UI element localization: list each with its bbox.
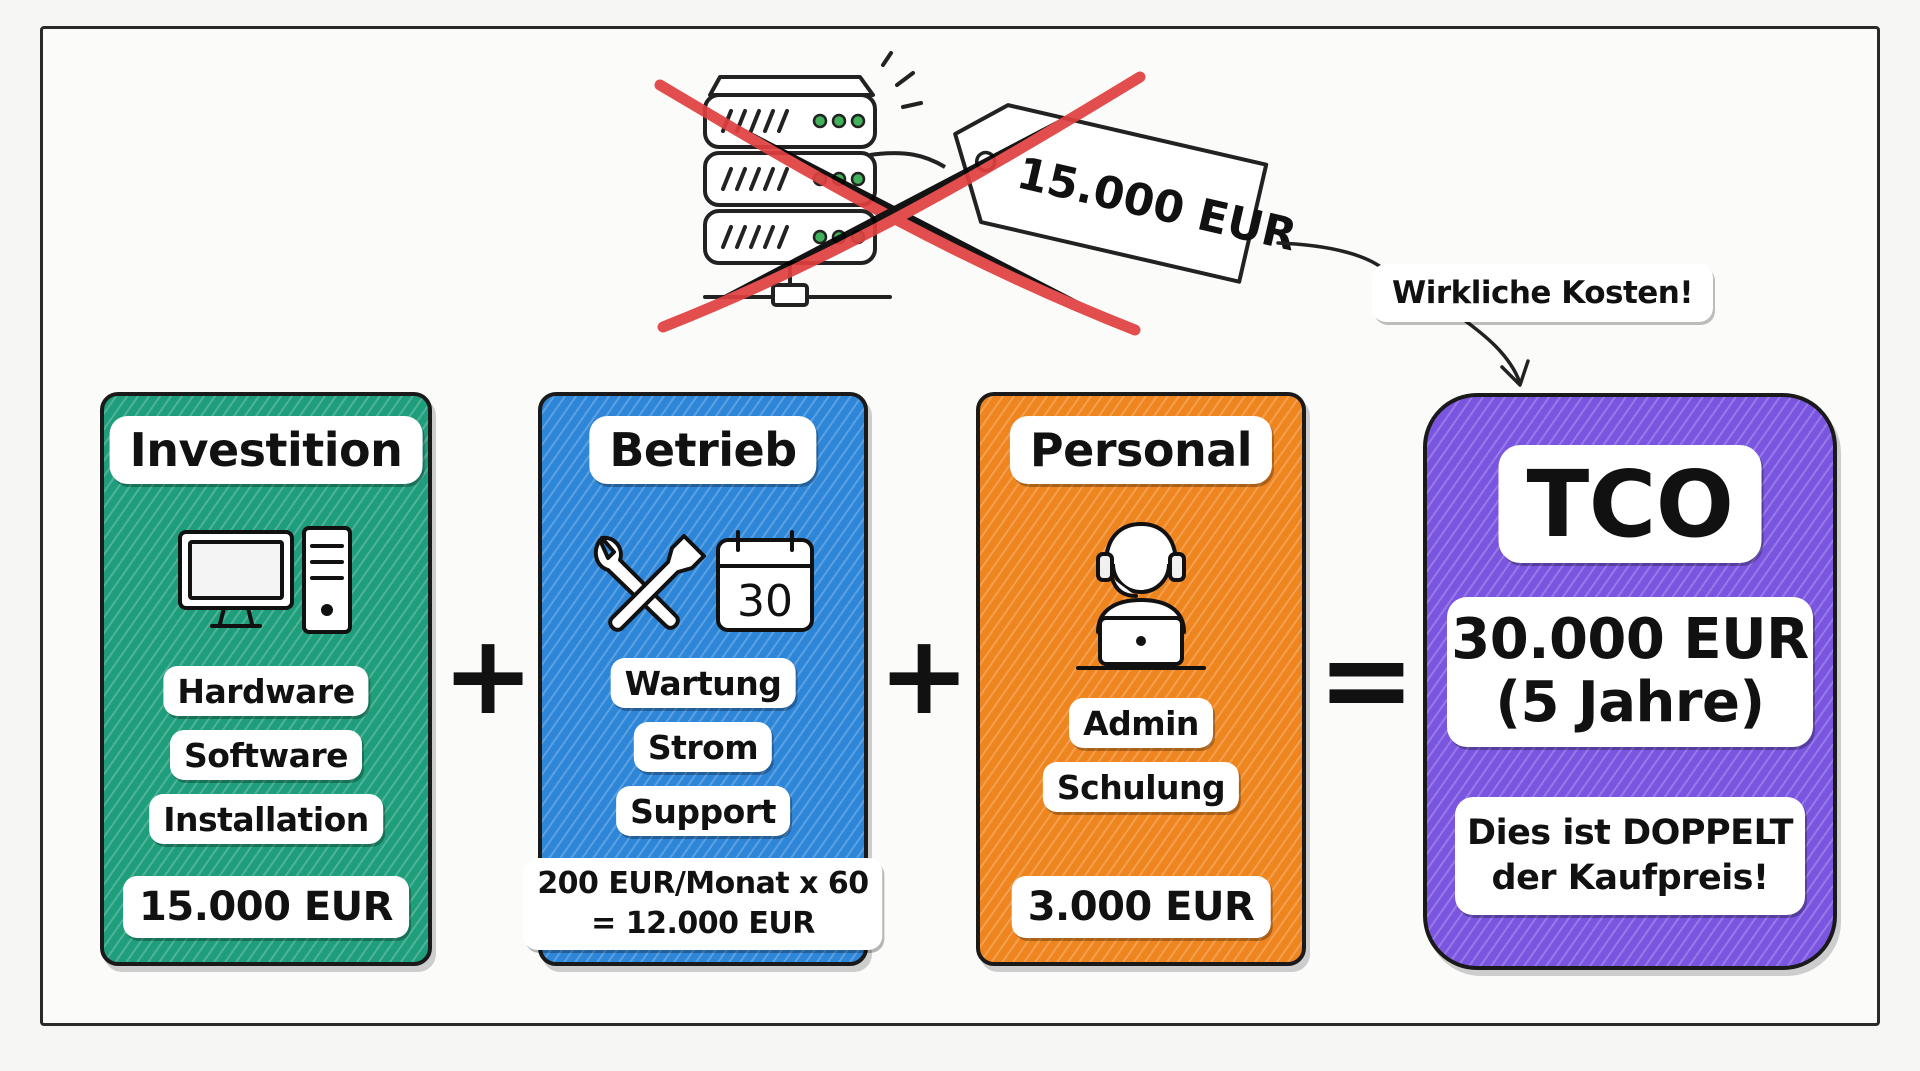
item-hardware: Hardware: [163, 666, 369, 716]
card-sum: 15.000 EUR: [123, 876, 409, 938]
item-schulung: Schulung: [1042, 762, 1240, 812]
card-investition: Investition Hardware Software Installati…: [100, 392, 432, 966]
plus-operator: +: [442, 611, 535, 739]
calendar-day: 30: [737, 576, 793, 627]
spark-lines: [881, 51, 923, 109]
tco-sum: 30.000 EUR (5 Jahre): [1447, 597, 1813, 747]
card-betrieb: Betrieb 30 Wartung Strom Support 200 EUR…: [523, 392, 883, 966]
item-support: Support: [616, 786, 790, 836]
card-sum: 200 EUR/Monat x 60 = 12.000 EUR: [523, 858, 883, 950]
tco-note-line-1: Dies ist DOPPELT: [1467, 812, 1793, 853]
card-tco: TCO 30.000 EUR (5 Jahre) Dies ist DOPPEL…: [1423, 393, 1837, 970]
card-title: Betrieb: [589, 416, 817, 484]
cross-out-icon: [654, 71, 1146, 336]
tco-note: Dies ist DOPPELT der Kaufpreis!: [1455, 797, 1805, 915]
item-installation: Installation: [149, 794, 383, 844]
item-strom: Strom: [633, 722, 773, 772]
tools-calendar-icon: 30: [593, 530, 814, 632]
sum-line-1: 200 EUR/Monat x 60: [537, 865, 869, 901]
callout-wirkliche-kosten: Wirkliche Kosten!: [1372, 264, 1714, 322]
card-personal: Personal Admin Schulung 3.000 EUR: [976, 392, 1306, 966]
server-illustration: 15.000 EUR: [654, 51, 1301, 336]
card-title: Investition: [109, 416, 423, 484]
item-software: Software: [170, 730, 362, 780]
item-admin: Admin: [1069, 698, 1213, 748]
computer-icon: [178, 526, 352, 634]
equals-operator: =: [1317, 610, 1416, 748]
support-agent-icon: [1076, 522, 1206, 670]
plus-operator: +: [878, 611, 971, 739]
card-title: Personal: [1009, 416, 1273, 484]
tco-sum-period: (5 Jahre): [1495, 670, 1765, 735]
item-wartung: Wartung: [610, 658, 796, 708]
tco-title: TCO: [1498, 445, 1762, 563]
card-sum: 3.000 EUR: [1011, 876, 1271, 938]
tco-sum-amount: 30.000 EUR: [1451, 607, 1809, 673]
sum-line-2: = 12.000 EUR: [591, 906, 815, 941]
tco-note-line-2: der Kaufpreis!: [1491, 858, 1769, 898]
